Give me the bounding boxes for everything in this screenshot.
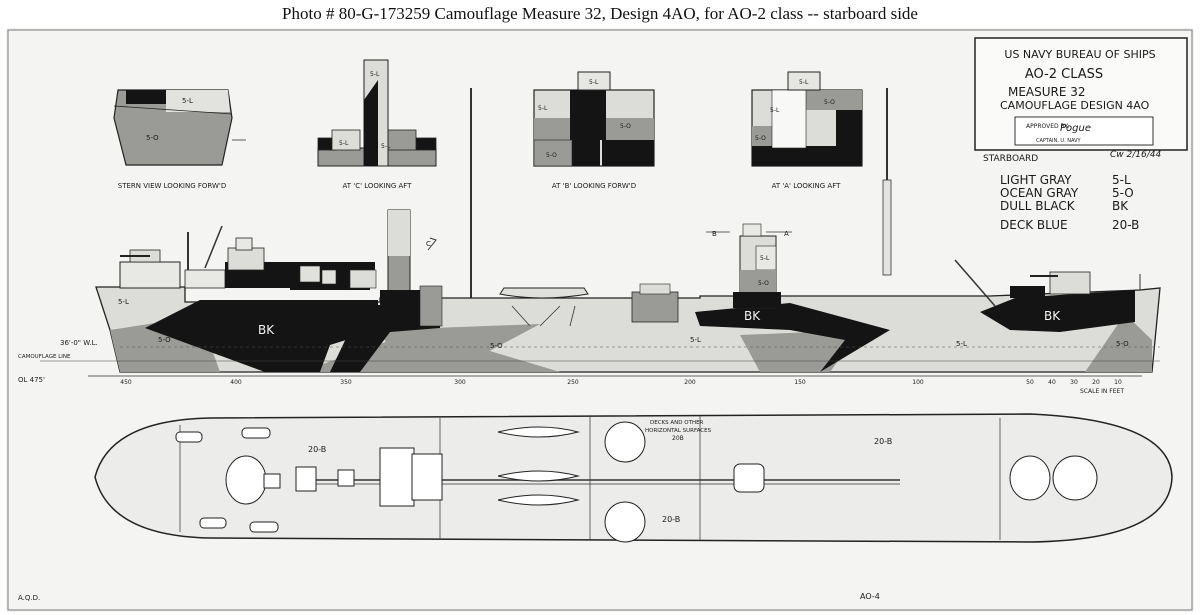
b-view-label-top: 5-L [589,79,599,86]
c-view-label-5l: 5-L [370,71,380,78]
approval-box [1014,116,1154,146]
scale-tick-100: 100 [912,379,924,386]
legend-name-1: LIGHT GRAY [1000,173,1072,187]
color-legend: LIGHT GRAY 5-L OCEAN GRAY 5-O DULL BLACK… [1000,173,1139,232]
legend-name-3: DULL BLACK [1000,199,1076,213]
profile-label-bk-fwd: BK [1044,309,1061,323]
deck-outline [94,413,1173,543]
scale-tick-40: 40 [1048,379,1056,386]
stern-view: 5-L 5-O STERN VIEW LOOKING FORW'D [113,89,246,190]
title-measure: MEASURE 32 [1008,85,1086,99]
profile-label-bk-aft: BK [258,323,275,337]
waterline-label: 36'-0" W.L. [60,339,98,347]
deck-label-fwd: 20-B [874,437,892,446]
profile-label-5o-mid: 5-O [490,342,503,350]
deck-label-aft: 20-B [308,445,326,454]
profile-label-5l-mid: 5-L [690,336,701,344]
scale-tick-300: 300 [454,379,466,386]
camouflage-line-label: CAMOUFLAGE LINE [18,354,71,360]
title-org: US NAVY BUREAU OF SHIPS [1004,48,1155,61]
title-block: US NAVY BUREAU OF SHIPS AO-2 CLASS MEASU… [974,37,1188,151]
stern-label-5l: 5-L [182,97,193,105]
b-view-label-5o: 5-O [620,123,631,130]
deck-note-line-2: HORIZONTAL SURFACES [645,428,712,434]
a-view-label-top: 5-L [799,79,809,86]
a-view-label-5o-2: 5-O [755,135,766,142]
c-view-label-5l-3: 5-L [339,140,349,147]
scale-bar: 450 400 350 300 250 200 150 100 50 40 30… [88,375,1142,395]
approval-signature: Pogue [1060,123,1091,134]
a-view-label-5l: 5-L [770,107,780,114]
deck-note-line-1: DECKS AND OTHER [650,420,704,426]
scale-caption: SCALE IN FEET [1080,388,1124,395]
scale-tick-30: 30 [1070,379,1078,386]
scale-tick-150: 150 [794,379,806,386]
title-class: AO-2 CLASS [1025,67,1103,82]
b-view-caption: AT 'B' LOOKING FORW'D [552,182,636,190]
legend-code-3: BK [1112,199,1129,213]
a-view-label-5o: 5-O [824,99,835,106]
profile-label-5o-bridge: 5-O [758,280,769,287]
legend-name-4: DECK BLUE [1000,218,1068,232]
a-view-caption: AT 'A' LOOKING AFT [772,182,842,190]
legend-code-4: 20-B [1112,218,1139,232]
b-section-view: 5-L 5-L 5-O 5-O AT 'B' LOOKING FORW'D [533,71,655,190]
section-mark-b: B [712,230,717,238]
drawing-number: AO-4 [860,592,880,601]
deck-label-mid: 20-B [662,515,680,524]
legend-code-2: 5-O [1112,186,1134,200]
deck-note-line-3: 20B [672,435,684,442]
overall-length-label: OL 475' [18,376,45,384]
a-section-view: 5-L 5-L 5-O 5-O AT 'A' LOOKING AFT [751,71,863,190]
deck-plan: 20-B 20-B 20-B DECKS AND OTHER HORIZONTA… [94,413,1173,543]
photo-caption: Photo # 80-G-173259 Camouflage Measure 3… [282,4,918,23]
scale-tick-350: 350 [340,379,352,386]
title-design: CAMOUFLAGE DESIGN 4AO [1000,99,1150,112]
c-view-label-5l-2: 5-L [381,143,391,150]
sheet-border [7,29,1193,611]
profile-label-5o-bow: 5-O [1116,340,1129,348]
section-mark-a: A [784,230,789,238]
scale-tick-10: 10 [1114,379,1122,386]
profile-label-5l-bridge: 5-L [760,255,770,262]
date-initials: Cw 2/16/44 [1110,150,1161,160]
section-mark-c: C [426,240,431,248]
c-view-caption: AT 'C' LOOKING AFT [343,182,413,190]
drafter-initials: A.Q.D. [18,594,40,602]
legend-name-2: OCEAN GRAY [1000,186,1079,200]
side-label: STARBOARD [983,154,1038,164]
b-view-label-5l: 5-L [538,105,548,112]
scale-tick-450: 450 [120,379,132,386]
c-section-view: 5-L 5-L 5-L AT 'C' LOOKING AFT [317,59,437,190]
profile-label-5l-stern: 5-L [118,298,129,306]
b-view-label-5o-2: 5-O [546,152,557,159]
scale-tick-400: 400 [230,379,242,386]
scale-tick-200: 200 [684,379,696,386]
scale-tick-20: 20 [1092,379,1100,386]
approval-rank: CAPTAIN, U. NAVY [1036,138,1082,144]
profile-label-5l-fwd: 5-L [956,340,967,348]
profile-label-bk-mid: BK [744,309,761,323]
scale-tick-250: 250 [567,379,579,386]
ship-profile: BK BK BK 5-L 5-O 5-O 5-L 5-L 5-O 5-O 5-L… [95,88,1161,373]
approval-label: APPROVED BY: [1026,123,1069,130]
scale-tick-50: 50 [1026,379,1034,386]
profile-label-5o-stern: 5-O [158,336,171,344]
stern-view-caption: STERN VIEW LOOKING FORW'D [118,182,226,190]
legend-code-1: 5-L [1112,173,1131,187]
stern-label-5o: 5-O [146,134,159,142]
